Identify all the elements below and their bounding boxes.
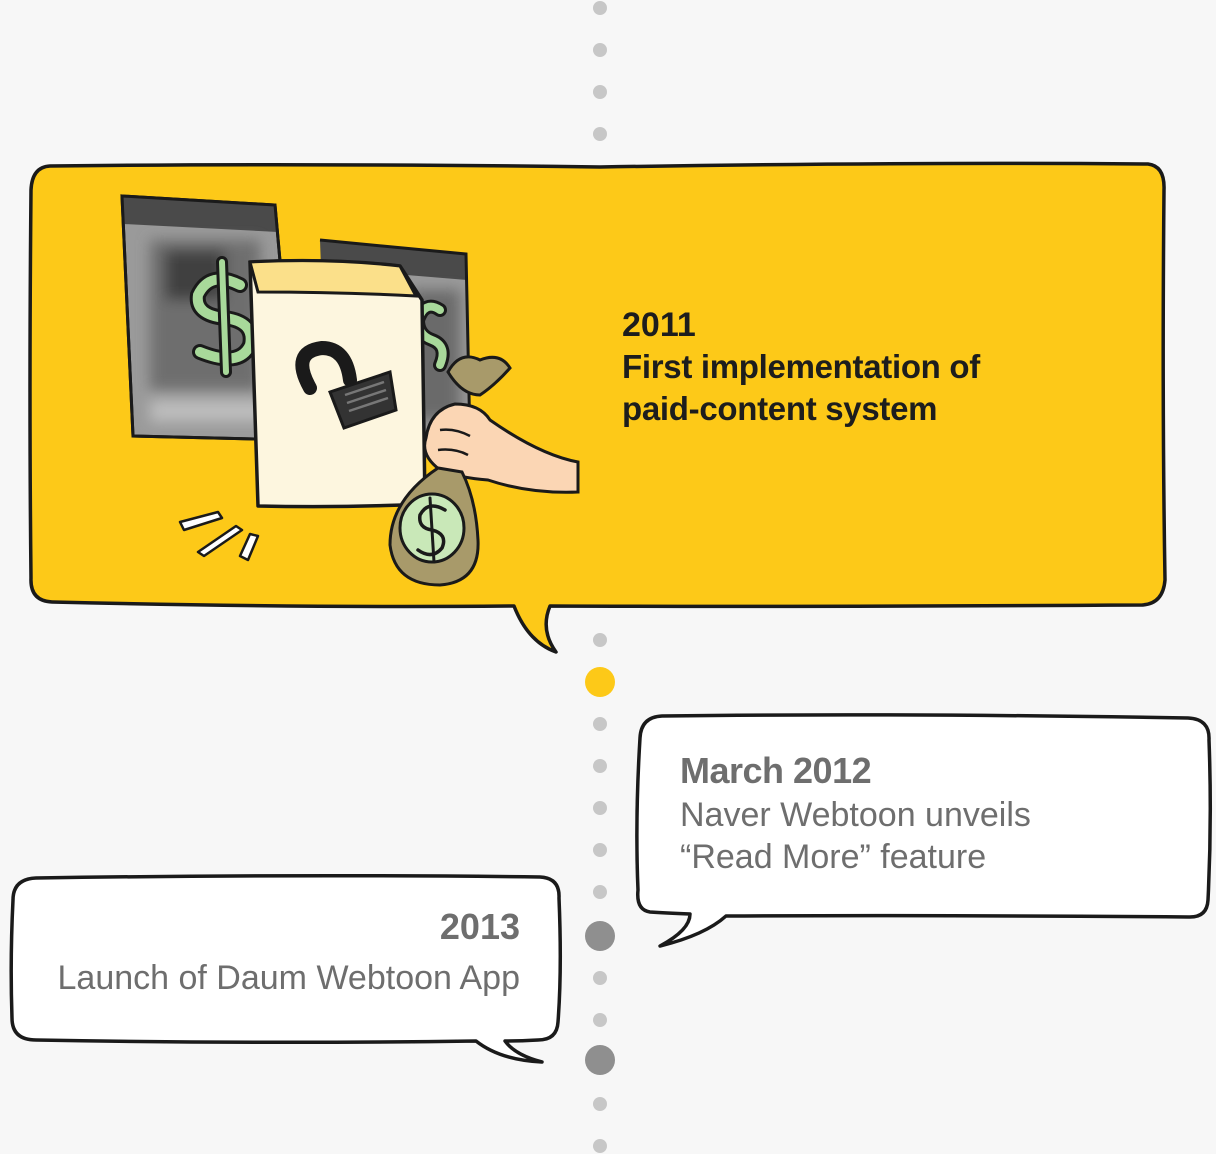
entry-year: March 2012 [680,750,872,791]
bubble-2012 [635,713,1213,948]
timeline-dot [593,843,607,857]
entry-description-line: Naver Webtoon unveils [680,796,1031,834]
unlocked-page-icon [248,258,427,509]
timeline-dot [593,971,607,985]
timeline-dot [593,717,607,731]
timeline-marker-2011 [585,667,615,697]
money-bag-icon [388,355,512,587]
timeline-marker-2013 [585,1045,615,1075]
entry-description-line: Launch of Daum Webtoon App [57,959,520,997]
timeline-marker-2012 [585,921,615,951]
timeline-dots [593,1,607,1153]
timeline-entry-2012: March 2012 Naver Webtoon unveils “Read M… [680,748,1180,878]
dollar-sign-icon [189,256,259,378]
timeline-dot [593,633,607,647]
timeline-dot [593,127,607,141]
timeline-dot [593,1,607,15]
timeline-entry-2013: 2013 Launch of Daum Webtoon App [30,904,520,1006]
timeline-dot [593,1139,607,1153]
timeline-dot [593,1013,607,1027]
timeline-entry-2011: 2011 First implementation of paid-conten… [622,304,1142,430]
timeline-dot [593,759,607,773]
entry-year: 2011 [622,306,696,344]
timeline-dot [593,85,607,99]
entry-description-line: “Read More” feature [680,838,987,876]
entry-description-line: paid-content system [622,390,938,427]
timeline-dot [593,885,607,899]
timeline-dot [593,801,607,815]
bubble-2013 [9,873,563,1064]
open-padlock-icon [295,340,398,430]
timeline-dot [593,1097,607,1111]
entry-year: 2013 [439,906,520,947]
motion-lines-icon [178,510,260,562]
timeline-dot [593,43,607,57]
entry-description-line: First implementation of [622,348,980,385]
